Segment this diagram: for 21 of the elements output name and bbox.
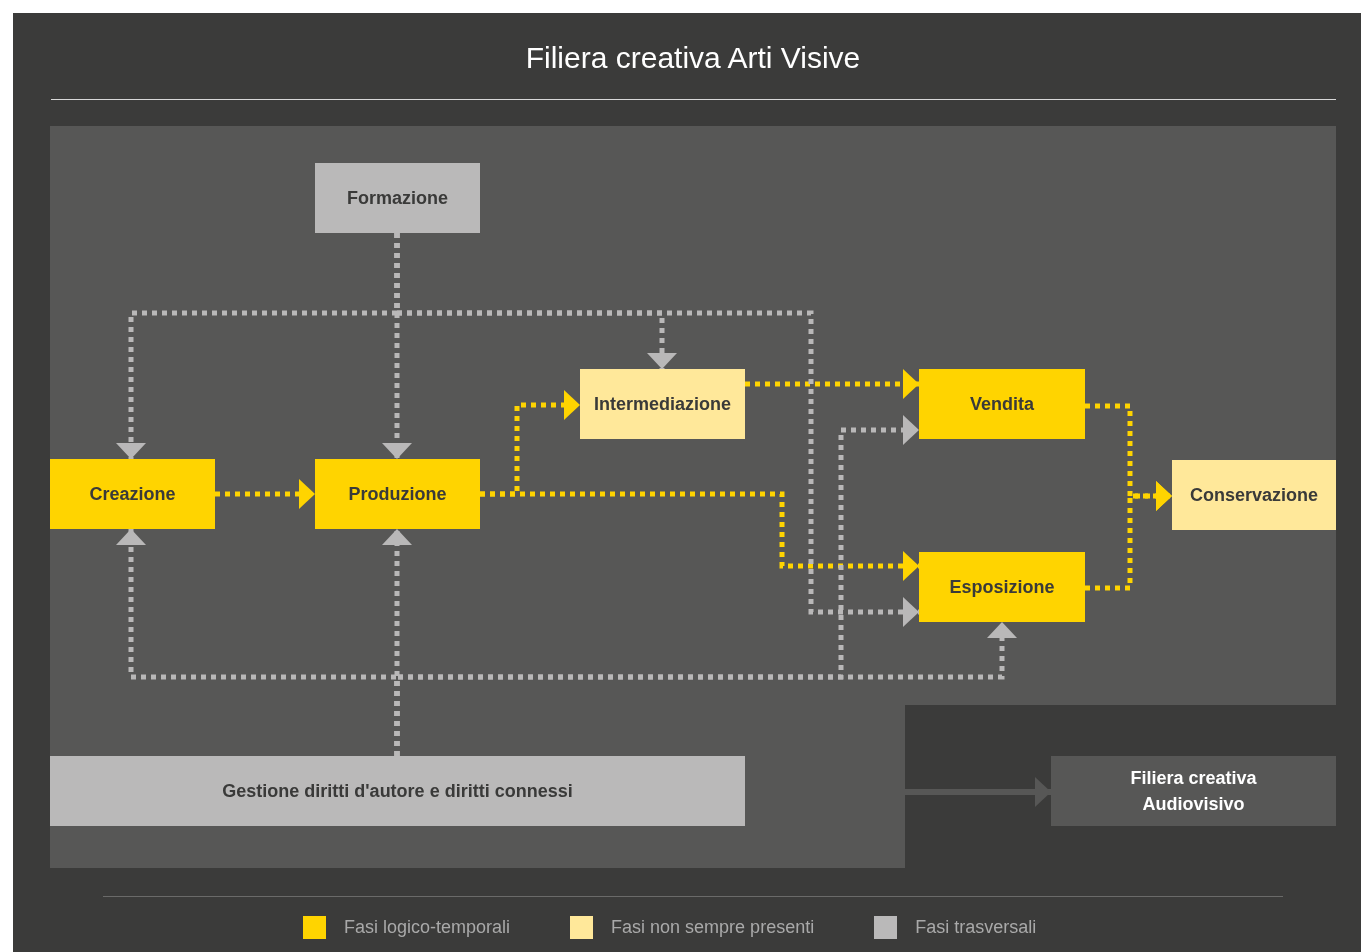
arrow	[905, 777, 1051, 807]
legend-label: Fasi non sempre presenti	[611, 916, 815, 939]
phase-box: Esposizione	[919, 552, 1085, 622]
arrow	[480, 491, 919, 581]
legend-label: Fasi trasversali	[915, 916, 1037, 939]
phase-box: Vendita	[919, 369, 1085, 439]
phase-box: Intermediazione	[580, 369, 745, 439]
phase-box: Gestione diritti d'autore e diritti connessi	[50, 756, 745, 826]
diagram-title: Filiera creativa Arti Visive	[524, 40, 862, 76]
phase-box: Creazione	[50, 459, 215, 529]
phase-box: Conservazione	[1172, 460, 1336, 530]
arrow	[215, 479, 315, 509]
arrow	[745, 369, 919, 399]
arrow	[394, 233, 919, 627]
phase-box: Formazione	[315, 163, 480, 233]
phase-box: Produzione	[315, 459, 480, 529]
panel-background	[50, 126, 1336, 868]
arrow	[394, 415, 919, 756]
legend-label: Fasi logico-temporali	[344, 916, 511, 939]
arrow	[1085, 481, 1172, 591]
phase-box: Filiera creativa Audiovisivo	[1051, 756, 1336, 826]
